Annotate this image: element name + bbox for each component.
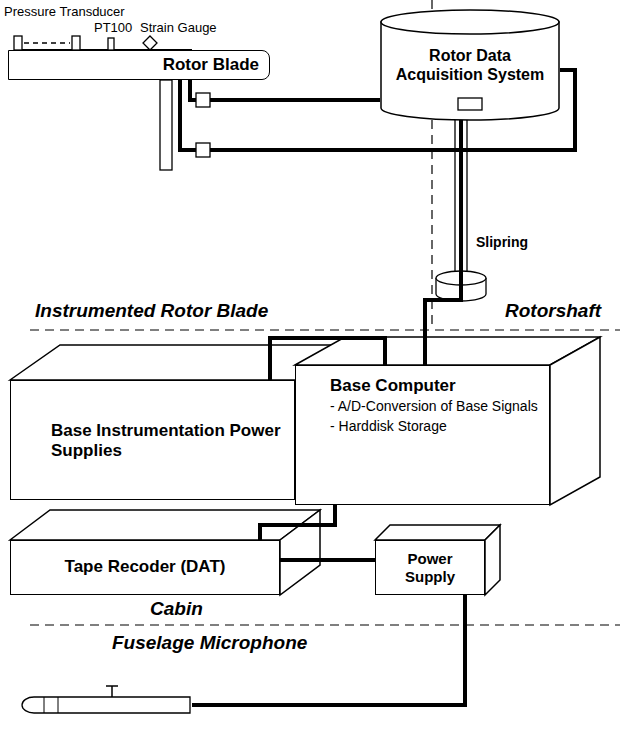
node-title: Rotor Data Acquisition System bbox=[392, 46, 548, 84]
node-body: - A/D-Conversion of Base Signals bbox=[330, 398, 541, 416]
box-side-face bbox=[280, 510, 320, 595]
cylinder-top bbox=[381, 10, 559, 34]
region-label: Fuselage Microphone bbox=[112, 632, 307, 654]
box-top-face bbox=[375, 525, 500, 540]
data-acquisition-cylinder: Rotor Data Acquisition System bbox=[380, 10, 560, 120]
sensor-label: PT100 bbox=[94, 20, 132, 35]
box-top-face bbox=[295, 337, 600, 365]
region-label: Cabin bbox=[150, 598, 203, 620]
region-divider bbox=[30, 624, 620, 625]
node-body: - Harddisk Storage bbox=[330, 418, 541, 436]
region-label: Instrumented Rotor Blade bbox=[35, 300, 268, 322]
region-label: Rotorshaft bbox=[505, 300, 601, 322]
microphone bbox=[44, 697, 45, 713]
part-label: Slipring bbox=[476, 234, 528, 250]
rotor-blade: Rotor Blade bbox=[8, 50, 270, 80]
box-side-face bbox=[550, 337, 600, 505]
sensor-row bbox=[24, 42, 70, 43]
power-supply-box: Power Supply bbox=[375, 540, 485, 595]
node-title: Tape Recoder (DAT) bbox=[65, 557, 226, 577]
cylinder-body bbox=[381, 22, 559, 120]
cable bbox=[425, 120, 461, 365]
tape-recorder-box: Tape Recoder (DAT) bbox=[10, 540, 280, 595]
system-port bbox=[458, 98, 482, 110]
cable bbox=[190, 80, 380, 100]
plug-connector bbox=[196, 93, 210, 107]
box-side-face bbox=[485, 525, 500, 595]
strain-gauge bbox=[143, 36, 157, 50]
microphone bbox=[58, 697, 59, 713]
sensor-label: Strain Gauge bbox=[140, 20, 217, 35]
region-divider bbox=[30, 329, 620, 330]
cylinder-outline bbox=[380, 10, 560, 120]
node-title: Power Supply bbox=[384, 550, 476, 586]
power-supply-box: Base Instrumentation Power Supplies bbox=[10, 380, 295, 500]
node-title: Rotor Blade bbox=[163, 55, 259, 75]
sensor-label: Pressure Transducer bbox=[4, 4, 125, 19]
cable bbox=[280, 558, 375, 562]
microphone-stem bbox=[106, 685, 118, 687]
node-title: Base Instrumentation Power Supplies bbox=[51, 421, 284, 462]
computer-box: Base Computer - A/D-Conversion of Base Si… bbox=[295, 365, 550, 505]
pressure-transducer bbox=[14, 36, 22, 50]
blade-root bbox=[160, 80, 172, 170]
plug-connector bbox=[196, 143, 210, 157]
node-title: Base Computer bbox=[330, 376, 541, 396]
microphone bbox=[22, 697, 190, 713]
pt100-sensor bbox=[108, 38, 114, 50]
microphone-stem bbox=[111, 686, 113, 697]
cable bbox=[260, 505, 335, 540]
pressure-transducer bbox=[72, 36, 80, 50]
